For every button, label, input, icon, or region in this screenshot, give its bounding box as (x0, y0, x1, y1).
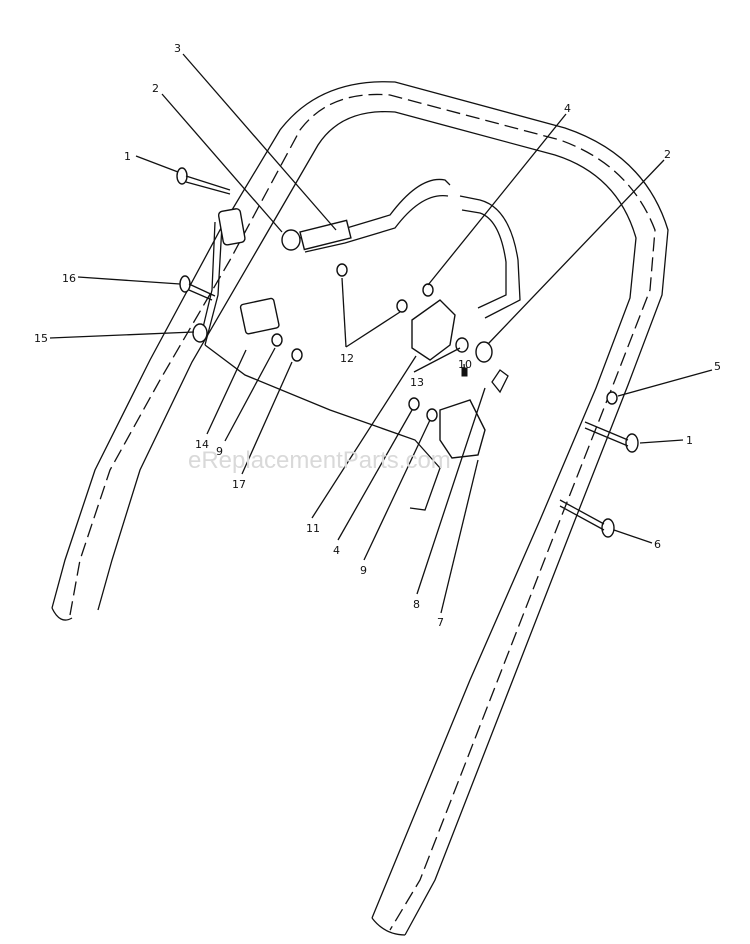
control-bail (299, 178, 521, 319)
callout-labels: 1 2 3 4 2 16 15 12 13 10 5 1 14 9 17 11 … (34, 42, 721, 629)
handle-frame (51, 81, 669, 936)
bolts (176, 167, 639, 538)
control-rod (199, 221, 441, 511)
callout-8: 8 (413, 598, 420, 611)
callout-2: 2 (152, 82, 159, 95)
callout-1: 1 (124, 150, 131, 163)
callout-12: 12 (340, 352, 354, 365)
callout-9: 9 (216, 445, 223, 458)
callout-17: 17 (232, 478, 246, 491)
callout-1: 1 (686, 434, 693, 447)
callout-4: 4 (564, 102, 571, 115)
callout-7: 7 (437, 616, 444, 629)
callout-14: 14 (195, 438, 209, 451)
left-parts (192, 208, 348, 362)
callout-2: 2 (664, 148, 671, 161)
callout-11: 11 (306, 522, 320, 535)
callout-5: 5 (714, 360, 721, 373)
callout-3: 3 (174, 42, 181, 55)
callout-16: 16 (62, 272, 76, 285)
watermark: eReplacementParts.com (188, 447, 451, 474)
callout-15: 15 (34, 332, 48, 345)
leader-lines (49, 53, 713, 614)
callout-10: 10 (458, 358, 472, 371)
right-parts (396, 283, 509, 459)
callout-6: 6 (654, 538, 661, 551)
callout-13: 13 (410, 376, 424, 389)
callout-4: 4 (333, 544, 340, 557)
callout-9: 9 (360, 564, 367, 577)
